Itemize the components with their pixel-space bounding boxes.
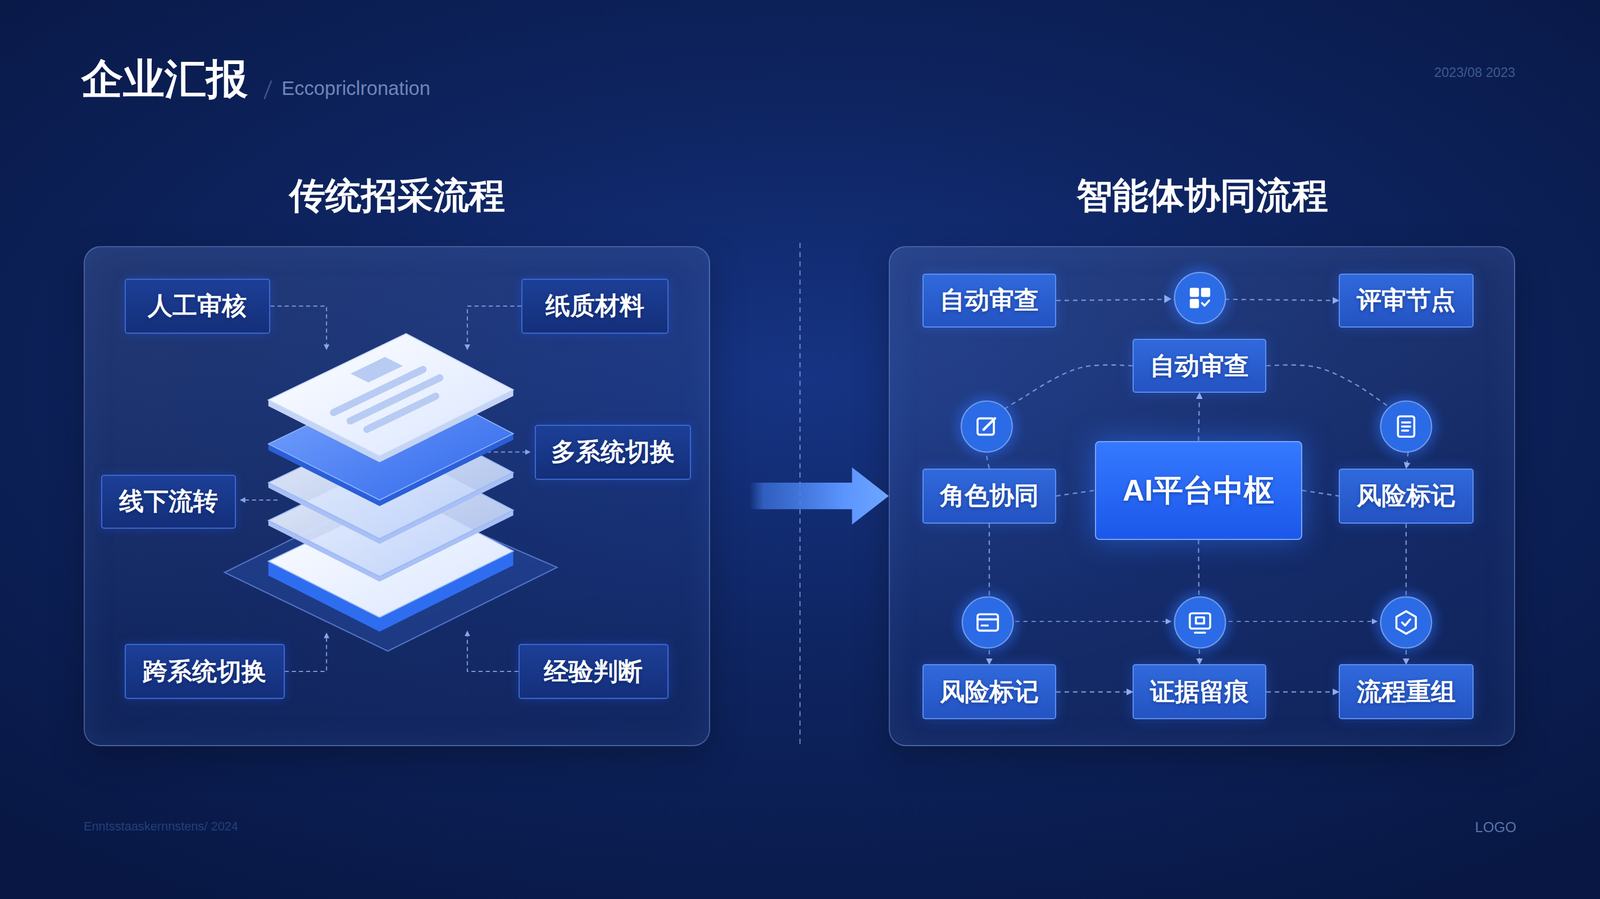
icon-badge bbox=[1174, 272, 1226, 324]
box-label: 纸质材料 bbox=[545, 291, 645, 321]
document-stack-illustration bbox=[333, 369, 440, 430]
icon-badge bbox=[1174, 596, 1226, 648]
process-box: 自动审查 bbox=[922, 273, 1057, 328]
icon-glyph bbox=[1397, 416, 1415, 437]
icon-glyph bbox=[1189, 287, 1199, 297]
box-label: 证据留痕 bbox=[1150, 676, 1249, 707]
page-title: 企业汇报 bbox=[81, 58, 248, 100]
document-stack-illustration bbox=[366, 396, 436, 430]
process-box: 纸质材料 bbox=[521, 278, 669, 334]
icon-glyph bbox=[1196, 617, 1205, 624]
icon-glyph bbox=[983, 418, 995, 430]
footer-note: Enntsstaaskernnstens/ 2024 bbox=[83, 820, 239, 833]
icon-glyph bbox=[1397, 416, 1415, 437]
title-separator bbox=[264, 80, 272, 99]
icon-glyph bbox=[1396, 611, 1417, 634]
icon-glyph bbox=[977, 614, 998, 631]
icon-glow bbox=[956, 396, 1018, 458]
icon-glyph bbox=[1189, 612, 1211, 629]
process-box: 评审节点 bbox=[1338, 273, 1474, 328]
flow-connector bbox=[1266, 691, 1339, 693]
box-label: 风险标记 bbox=[939, 676, 1039, 707]
icon-glow bbox=[1375, 591, 1437, 653]
icon-glyph bbox=[1201, 287, 1211, 297]
panel-heading: 智能体协同流程 bbox=[889, 175, 1515, 216]
panel-heading: 传统招采流程 bbox=[84, 175, 709, 216]
process-box: 风险标记 bbox=[922, 664, 1057, 720]
icon-glyph bbox=[1194, 631, 1206, 634]
process-box: 线下流转 bbox=[101, 474, 236, 529]
icon-badge bbox=[1380, 401, 1432, 453]
date-stamp: 2023/08 2023 bbox=[1434, 66, 1516, 80]
box-label: 经验判断 bbox=[543, 656, 643, 687]
logo-placeholder: LOGO bbox=[1475, 820, 1517, 835]
process-box: 证据留痕 bbox=[1132, 664, 1267, 720]
process-box: 多系统切换 bbox=[534, 424, 692, 480]
icon-glyph bbox=[1189, 287, 1211, 308]
process-box: 人工审核 bbox=[124, 278, 271, 334]
box-label: 自动审查 bbox=[1150, 351, 1249, 381]
transition-arrow bbox=[710, 467, 889, 525]
process-box: 跨系统切换 bbox=[124, 643, 285, 699]
icon-glyph bbox=[1189, 612, 1211, 633]
box-label: 跨系统切换 bbox=[142, 656, 267, 687]
icon-glow bbox=[957, 591, 1019, 653]
icon-glow bbox=[1169, 591, 1231, 653]
process-box: 角色协同 bbox=[922, 468, 1057, 524]
icon-badge bbox=[1380, 596, 1432, 648]
hub-box: AI平台中枢 bbox=[1094, 441, 1303, 540]
process-box: 风险标记 bbox=[1338, 468, 1474, 524]
icon-glyph bbox=[1402, 422, 1411, 431]
box-label: AI平台中枢 bbox=[1122, 471, 1275, 509]
icon-glow bbox=[1375, 396, 1437, 458]
box-label: 多系统切换 bbox=[551, 437, 675, 467]
icon-glyph bbox=[977, 418, 995, 435]
icon-badge bbox=[961, 401, 1013, 453]
document-stack-illustration bbox=[350, 356, 403, 383]
box-label: 评审节点 bbox=[1356, 285, 1456, 316]
icon-badge bbox=[962, 596, 1014, 648]
page-subtitle: Eccopriclronation bbox=[281, 78, 431, 99]
box-label: 风险标记 bbox=[1356, 480, 1456, 511]
process-box: 经验判断 bbox=[518, 643, 669, 699]
icon-glyph bbox=[1202, 300, 1210, 306]
icon-glyph bbox=[977, 619, 998, 626]
icon-glyph bbox=[977, 614, 998, 631]
box-label: 线下流转 bbox=[119, 486, 218, 517]
box-label: 流程重组 bbox=[1356, 676, 1456, 707]
icon-glyph bbox=[1396, 611, 1417, 634]
icon-glow bbox=[1169, 267, 1231, 329]
box-label: 角色协同 bbox=[939, 480, 1039, 511]
title-separator bbox=[264, 80, 272, 99]
process-box: 自动审查 bbox=[1132, 338, 1267, 393]
icon-glyph bbox=[1402, 619, 1411, 626]
icon-glyph bbox=[1189, 298, 1199, 308]
box-label: 人工审核 bbox=[147, 291, 247, 321]
box-label: 自动审查 bbox=[939, 285, 1039, 316]
process-box: 流程重组 bbox=[1338, 664, 1474, 720]
